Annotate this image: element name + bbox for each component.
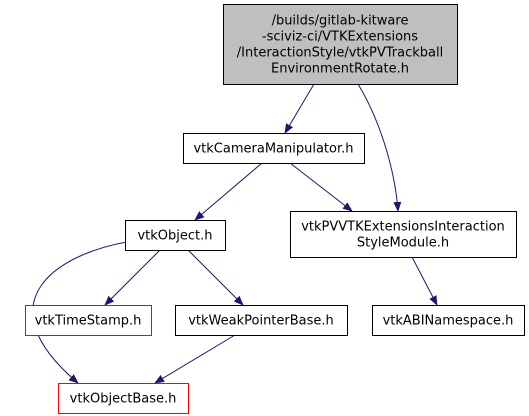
node-abi-namespace[interactable]: vtkABINamespace.h xyxy=(372,305,525,336)
node-weak-pointer-base[interactable]: vtkWeakPointerBase.h xyxy=(175,305,348,336)
edge-camera_manipulator-to-pv_interaction_module xyxy=(289,162,353,212)
node-label: vtkPVVTKExtensionsInteraction xyxy=(301,220,505,235)
node-label: vtkTimeStamp.h xyxy=(35,314,142,329)
node-pv-interaction-module[interactable]: vtkPVVTKExtensionsInteractionStyleModule… xyxy=(290,211,517,258)
node-label: EnvironmentRotate.h xyxy=(271,62,409,77)
node-label: /InteractionStyle/vtkPVTrackball xyxy=(237,46,443,61)
node-box xyxy=(183,133,365,164)
node-root: /builds/gitlab-kitware-sciviz-ci/VTKExte… xyxy=(223,4,458,85)
node-camera-manipulator[interactable]: vtkCameraManipulator.h xyxy=(183,133,365,164)
node-box xyxy=(223,4,458,85)
node-label: vtkObject.h xyxy=(137,229,212,244)
node-time-stamp[interactable]: vtkTimeStamp.h xyxy=(25,305,152,336)
node-label: vtkABINamespace.h xyxy=(383,314,514,329)
node-label: /builds/gitlab-kitware xyxy=(272,14,409,29)
node-label: StyleModule.h xyxy=(357,236,449,251)
edge-weak_pointer_base-to-object_base xyxy=(154,334,236,384)
node-box xyxy=(125,220,226,251)
node-box xyxy=(25,305,152,336)
node-label: vtkObjectBase.h xyxy=(70,392,177,407)
node-box xyxy=(372,305,525,336)
node-box xyxy=(58,383,189,414)
edge-pv_interaction_module-to-abi_namespace xyxy=(411,256,438,306)
node-object[interactable]: vtkObject.h xyxy=(125,220,226,251)
node-box xyxy=(175,305,348,336)
edge-layer xyxy=(32,83,438,384)
edge-object-to-time_stamp xyxy=(104,249,161,306)
node-label: -sciviz-ci/VTKExtensions xyxy=(262,30,418,45)
node-label: vtkWeakPointerBase.h xyxy=(188,314,334,329)
edge-root-to-camera_manipulator xyxy=(284,83,315,134)
edge-camera_manipulator-to-object xyxy=(194,162,263,221)
edge-object-to-object_base xyxy=(32,239,141,384)
node-layer: /builds/gitlab-kitware-sciviz-ci/VTKExte… xyxy=(25,4,525,414)
node-label: vtkCameraManipulator.h xyxy=(193,142,353,157)
edge-root-to-pv_interaction_module xyxy=(357,83,402,212)
node-box xyxy=(290,211,517,258)
edge-object-to-weak_pointer_base xyxy=(187,249,244,306)
node-object-base[interactable]: vtkObjectBase.h xyxy=(58,383,189,414)
